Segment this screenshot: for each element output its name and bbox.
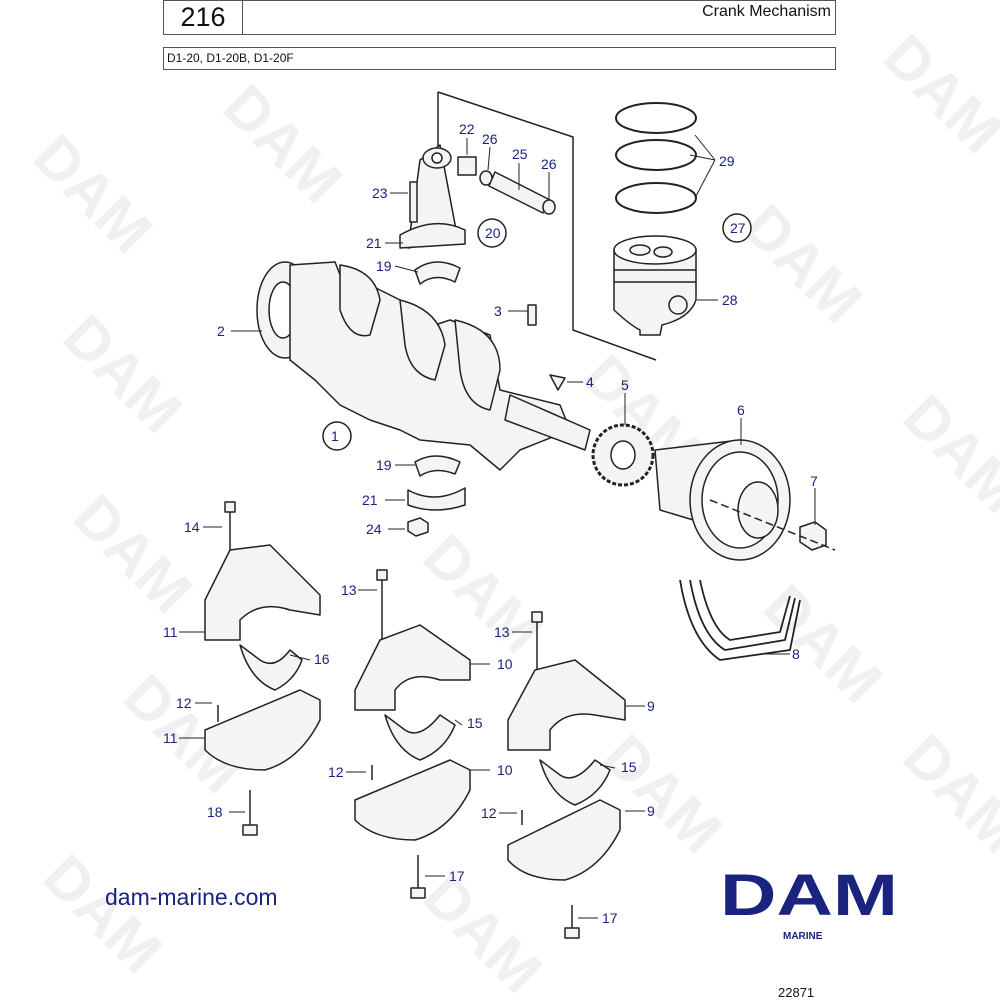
assembly-frame-line — [437, 91, 657, 361]
callout-3: 3 — [494, 303, 502, 319]
drawing-number: 22871 — [778, 985, 815, 1000]
svg-text:DAM: DAM — [31, 842, 175, 986]
callout-2: 2 — [217, 323, 225, 339]
rod-cap — [407, 487, 466, 511]
crankshaft-pulley — [654, 439, 791, 561]
callout-27: 27 — [730, 220, 746, 236]
website-link[interactable]: dam-marine.com — [105, 884, 278, 910]
callout-19: 19 — [376, 258, 392, 274]
callout-24: 24 — [366, 521, 382, 537]
callout-circle-20 — [477, 218, 507, 248]
header-models-bar: D1-20, D1-20B, D1-20F — [163, 47, 836, 70]
callout-23: 23 — [372, 185, 388, 201]
callout-19: 19 — [376, 457, 392, 473]
callout-17: 17 — [602, 910, 618, 926]
callout-4: 4 — [586, 374, 594, 390]
callout-13: 13 — [494, 624, 510, 640]
bearing-shell-lower — [414, 455, 461, 477]
crankshaft-gear — [591, 423, 655, 487]
svg-text:DAM: DAM — [51, 302, 195, 446]
svg-text:DAM: DAM — [891, 382, 1000, 526]
callout-16: 16 — [314, 651, 330, 667]
header-title-bar: 216 Crank Mechanism — [163, 0, 836, 35]
svg-text:DAM: DAM — [731, 192, 875, 336]
main-bearing-set-right — [507, 611, 626, 939]
callout-25: 25 — [512, 146, 528, 162]
piston — [613, 235, 697, 336]
callout-5: 5 — [621, 377, 629, 393]
callout-12: 12 — [481, 805, 497, 821]
callout-17: 17 — [449, 868, 465, 884]
callout-1: 1 — [331, 428, 339, 444]
callout-14: 14 — [184, 519, 200, 535]
callout-9: 9 — [647, 698, 655, 714]
svg-text:DAM: DAM — [751, 572, 895, 716]
callout-29: 29 — [719, 153, 735, 169]
callout-15: 15 — [621, 759, 637, 775]
crankshaft — [256, 261, 591, 471]
dam-logo: DAM MARINE — [720, 863, 898, 942]
callout-12: 12 — [328, 764, 344, 780]
callout-8: 8 — [792, 646, 800, 662]
callout-7: 7 — [810, 473, 818, 489]
piston-pin — [457, 156, 556, 215]
callout-circle-1 — [322, 421, 352, 451]
callout-circle-27 — [722, 213, 752, 243]
callout-12: 12 — [176, 695, 192, 711]
piston-rings — [615, 102, 697, 214]
callout-6: 6 — [737, 402, 745, 418]
callout-numbers: 1 2 3 4 5 6 7 8 9 9 10 10 11 11 12 12 12… — [163, 121, 818, 926]
logo-text: DAM — [720, 863, 898, 928]
page-title: Crank Mechanism — [702, 3, 831, 20]
callout-10: 10 — [497, 762, 513, 778]
callout-13: 13 — [341, 582, 357, 598]
main-bearing-set-left — [204, 501, 321, 836]
callout-28: 28 — [722, 292, 738, 308]
svg-text:DAM: DAM — [211, 72, 355, 216]
callout-21: 21 — [362, 492, 378, 508]
svg-text:DAM: DAM — [891, 722, 1000, 866]
svg-text:DAM: DAM — [871, 22, 1000, 166]
rod-nut — [407, 517, 429, 537]
callout-10: 10 — [497, 656, 513, 672]
callout-21: 21 — [366, 235, 382, 251]
page-number: 216 — [164, 1, 243, 34]
svg-text:DAM: DAM — [411, 862, 555, 1000]
callout-20: 20 — [485, 225, 501, 241]
callout-22: 22 — [459, 121, 475, 137]
logo-subtitle: MARINE — [783, 931, 823, 942]
leader-lines — [179, 134, 816, 919]
svg-text:DAM: DAM — [61, 482, 205, 626]
bearing-shell-upper — [414, 261, 461, 285]
callout-26: 26 — [482, 131, 498, 147]
main-bearing-set-middle — [354, 569, 471, 899]
callout-11: 11 — [163, 624, 178, 640]
callout-18: 18 — [207, 804, 223, 820]
callout-9: 9 — [647, 803, 655, 819]
connecting-rod — [399, 144, 466, 249]
callout-15: 15 — [467, 715, 483, 731]
svg-text:DAM: DAM — [21, 122, 165, 266]
drive-belt — [679, 579, 801, 661]
callout-26: 26 — [541, 156, 557, 172]
callout-11: 11 — [163, 730, 178, 746]
engine-models: D1-20, D1-20B, D1-20F — [167, 51, 294, 65]
